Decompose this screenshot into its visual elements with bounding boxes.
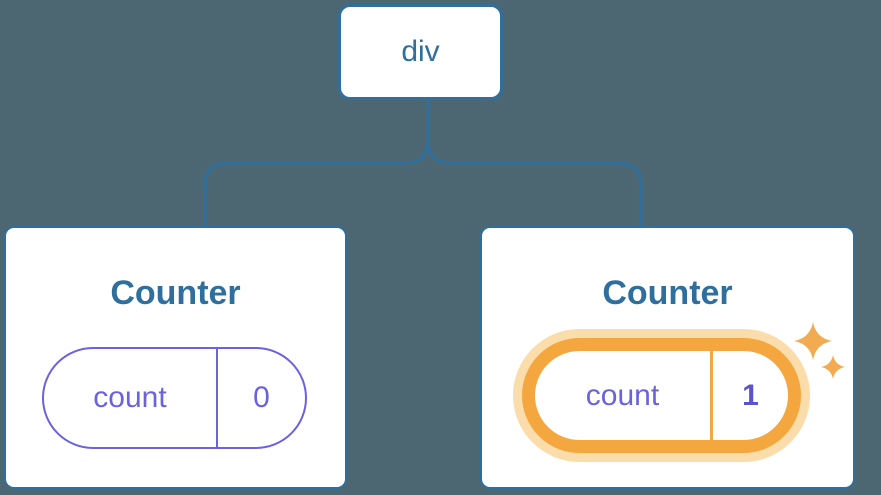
state-key: count (535, 351, 713, 440)
component-title: Counter (110, 274, 241, 312)
state-pill-highlighted: count 1 (522, 338, 801, 453)
state-pill: count 0 (42, 347, 307, 449)
connector-left-branch (203, 100, 430, 226)
component-title: Counter (602, 274, 733, 312)
connector-right-branch (426, 100, 643, 226)
state-key: count (44, 349, 218, 447)
root-node-label: div (401, 35, 440, 68)
counter-card-right: Counter count 1 (480, 226, 855, 489)
counter-card-left: Counter count 0 (4, 226, 347, 489)
root-node-div: div (338, 4, 503, 100)
state-value: 1 (742, 378, 759, 412)
state-value: 0 (253, 381, 270, 414)
